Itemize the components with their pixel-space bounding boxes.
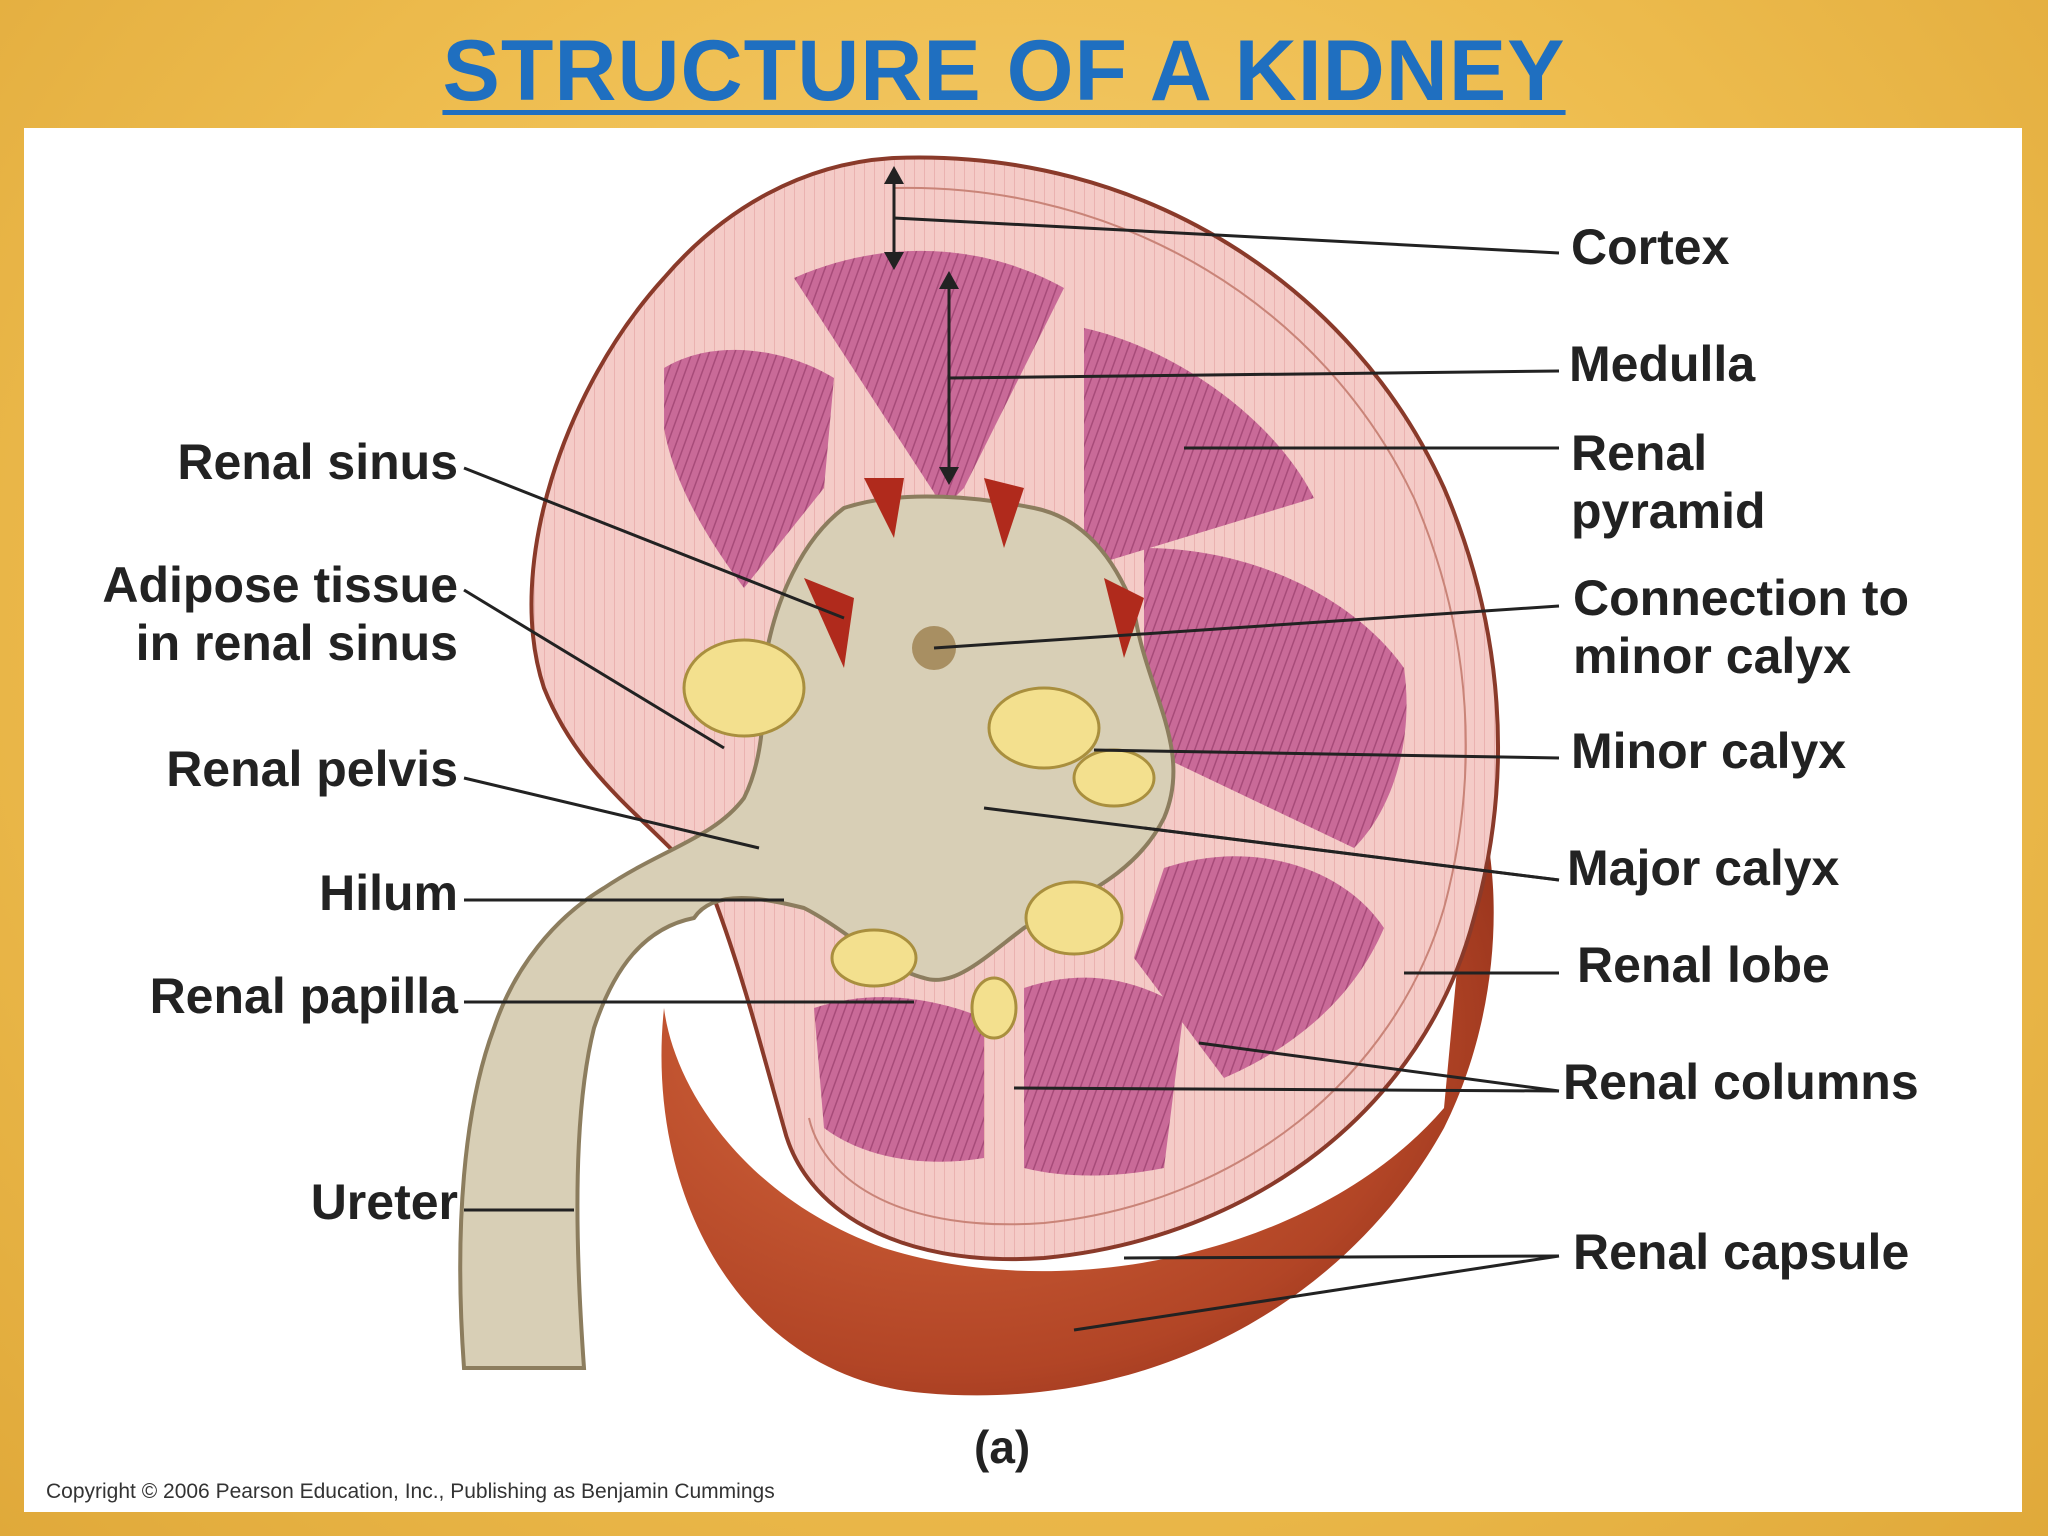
label-renal-columns: Renal columns bbox=[1563, 1054, 1919, 1110]
leader-lines bbox=[463, 173, 1560, 1332]
renal-capsule-outer bbox=[661, 788, 1494, 1396]
kidney-diagram bbox=[458, 155, 1560, 1396]
renal-pyramid bbox=[1024, 977, 1184, 1176]
adipose-tissue bbox=[1024, 880, 1124, 956]
kidney-figure: Cortex Medulla Renal pyramid Connection … bbox=[24, 128, 2022, 1512]
blood-vessel bbox=[1104, 578, 1144, 658]
renal-pyramid bbox=[664, 349, 834, 588]
renal-pyramid bbox=[814, 997, 984, 1162]
arrowheads bbox=[884, 166, 959, 485]
copyright-notice: Copyright © 2006 Pearson Education, Inc.… bbox=[46, 1480, 775, 1503]
label-connection-line2: minor calyx bbox=[1573, 628, 1851, 684]
label-major-calyx: Major calyx bbox=[1567, 840, 1840, 896]
renal-pyramid bbox=[794, 250, 1064, 508]
adipose-tissue bbox=[1072, 748, 1156, 808]
adipose-tissue bbox=[830, 928, 918, 988]
adipose-tissue bbox=[682, 638, 806, 738]
label-renal-capsule: Renal capsule bbox=[1573, 1224, 1910, 1280]
page-title: STRUCTURE OF A KIDNEY bbox=[442, 23, 1566, 119]
label-adipose-line2: in renal sinus bbox=[135, 615, 458, 671]
label-renal-pyramid-line1: Renal bbox=[1571, 425, 1708, 481]
label-renal-pyramid-line2: pyramid bbox=[1571, 483, 1766, 539]
blood-vessel bbox=[984, 478, 1024, 548]
label-connection-line1: Connection to bbox=[1573, 570, 1910, 626]
blood-vessel bbox=[864, 478, 904, 538]
label-renal-sinus: Renal sinus bbox=[177, 434, 458, 490]
renal-pyramid bbox=[1134, 856, 1384, 1078]
panel-tag: (a) bbox=[974, 1421, 1031, 1473]
label-hilum: Hilum bbox=[319, 865, 458, 921]
blood-vessel bbox=[804, 578, 854, 668]
adipose-tissue bbox=[970, 976, 1018, 1040]
label-renal-lobe: Renal lobe bbox=[1577, 937, 1830, 993]
label-renal-pelvis: Renal pelvis bbox=[166, 741, 458, 797]
renal-pyramid bbox=[1144, 548, 1407, 848]
label-cortex: Cortex bbox=[1571, 219, 1730, 275]
label-medulla: Medulla bbox=[1569, 336, 1756, 392]
label-adipose-line1: Adipose tissue bbox=[102, 557, 458, 613]
label-minor-calyx: Minor calyx bbox=[1571, 723, 1847, 779]
label-renal-papilla: Renal papilla bbox=[149, 968, 458, 1024]
cortex-inner-line bbox=[808, 186, 1467, 1226]
adipose-tissue bbox=[987, 686, 1101, 770]
label-ureter: Ureter bbox=[310, 1174, 458, 1230]
